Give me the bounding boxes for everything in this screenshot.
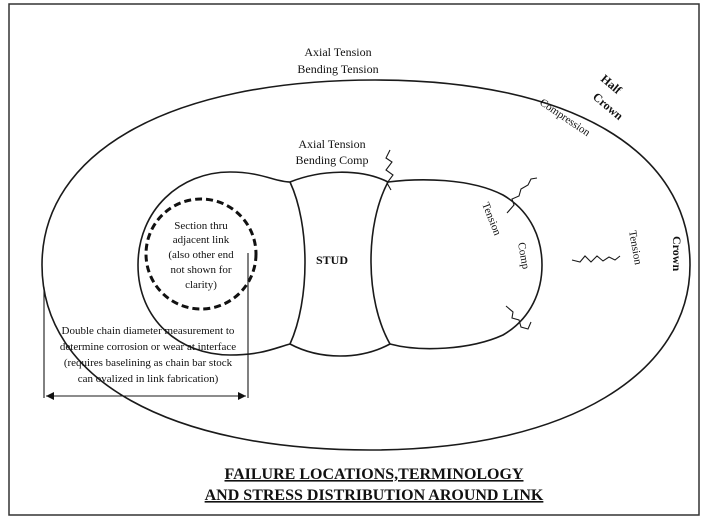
measure-arrowhead-right	[238, 392, 246, 400]
label-measure-line3: (requires baselining as chain bar stock	[64, 357, 233, 369]
crack-mark-lower-right	[505, 305, 532, 330]
title-line1: FAILURE LOCATIONS,TERMINOLOGY	[225, 466, 524, 483]
link-outer-outline	[41, 79, 691, 451]
label-section-line3: (also other end	[168, 249, 234, 261]
label-outer-axial-tension: Axial Tension	[304, 45, 371, 59]
crack-mark-upper-right	[506, 177, 538, 214]
stud-right-edge	[370, 181, 391, 345]
label-crown: Crown	[670, 236, 684, 271]
link-inner-outline	[137, 171, 543, 357]
label-outer-bending-tension: Bending Tension	[297, 62, 378, 76]
label-tension-outer: Tension	[626, 229, 644, 266]
crack-mark-crown	[571, 255, 621, 263]
section-circle	[144, 197, 258, 311]
label-section-line4: not shown for	[170, 264, 231, 276]
label-section-line5: clarity)	[185, 279, 217, 291]
title-line2: AND STRESS DISTRIBUTION AROUND LINK	[205, 487, 544, 504]
label-section-line2: adjacent link	[173, 234, 230, 246]
crack-mark-top	[385, 149, 394, 191]
stud-left-edge	[289, 181, 306, 345]
label-inner-bending-comp: Bending Comp	[295, 153, 368, 167]
label-tension-inner: Tension	[479, 201, 503, 238]
label-inner-axial-tension: Axial Tension	[298, 137, 365, 151]
label-stud: STUD	[316, 253, 348, 267]
label-measure-line1: Double chain diameter measurement to	[62, 325, 235, 337]
label-half-crown: Crown	[590, 90, 626, 124]
label-section-line1: Section thru	[174, 220, 228, 232]
frame-border	[8, 3, 700, 516]
label-measure-line2: determine corrosion or wear at interface	[60, 341, 236, 353]
label-measure-line4: can ovalized in link fabrication)	[78, 373, 219, 385]
label-comp: Comp	[515, 241, 532, 270]
measure-arrowhead-left	[46, 392, 54, 400]
